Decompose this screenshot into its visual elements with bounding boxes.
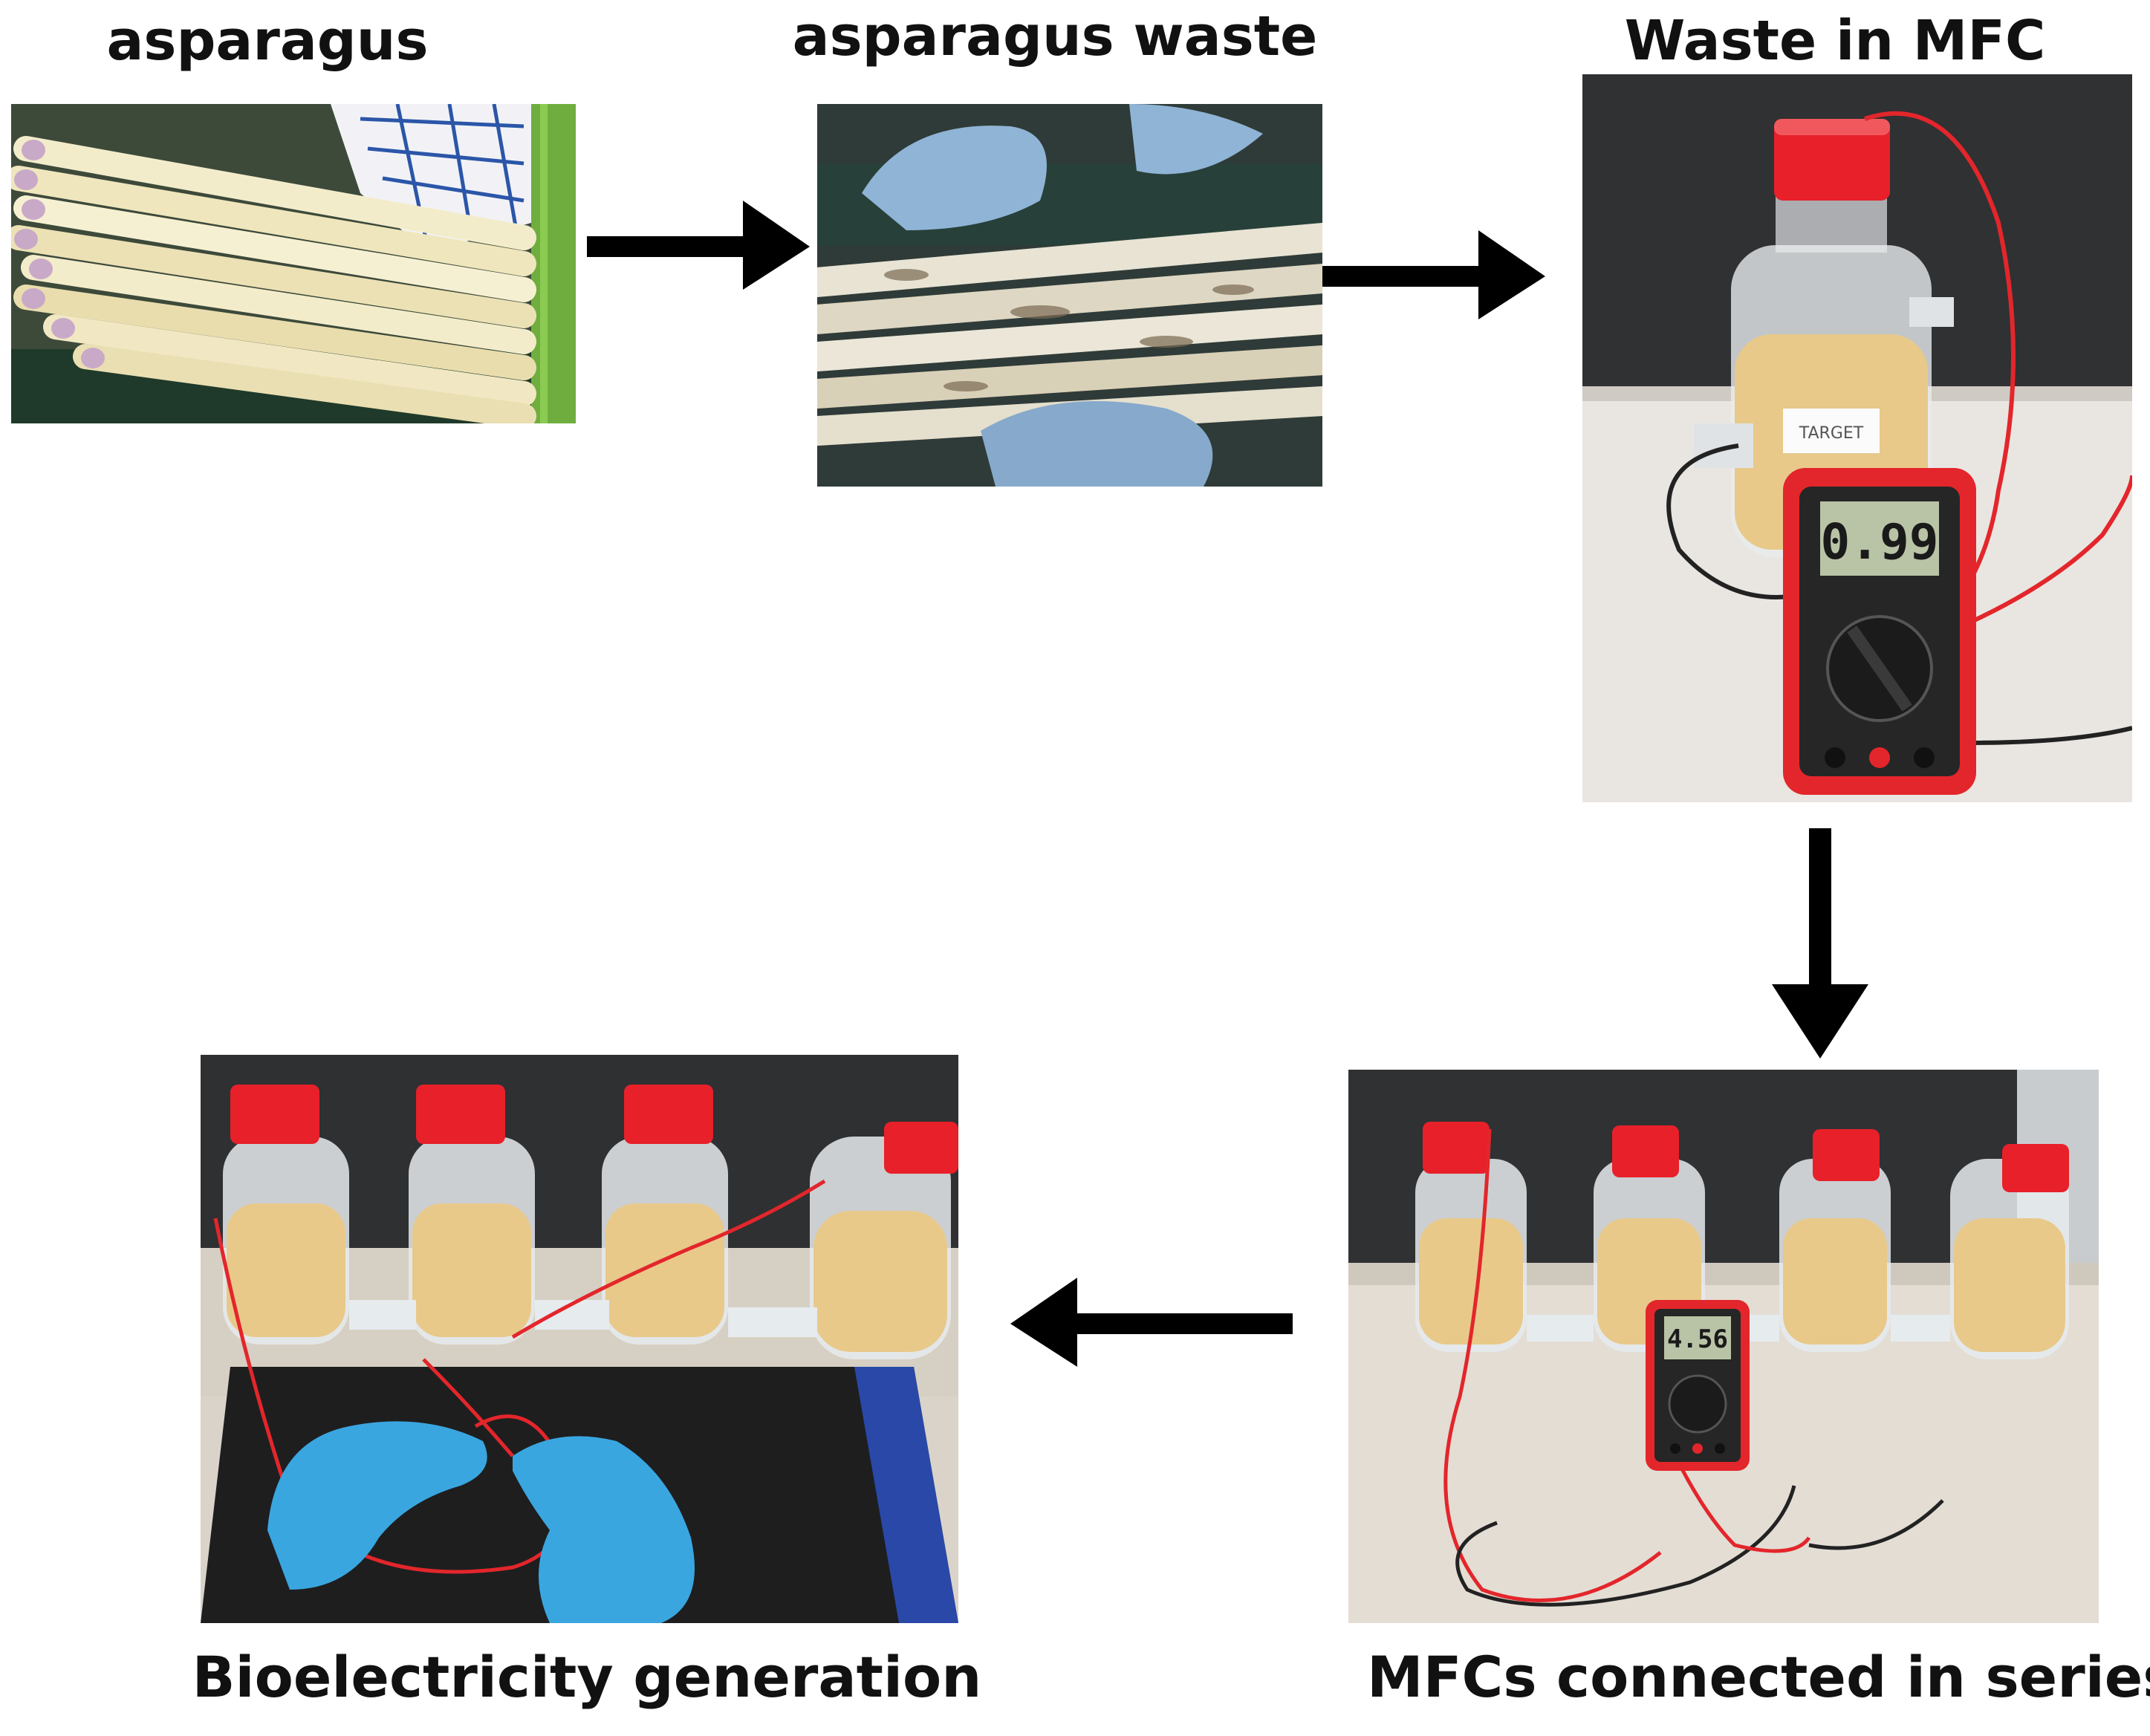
asparagus-photo: [11, 104, 576, 423]
arrow-right-2: [1322, 230, 1545, 319]
bioelectricity-generation-photo: [201, 1055, 958, 1623]
step-label-asparagus-waste: asparagus waste: [792, 4, 1318, 68]
step-label-asparagus: asparagus: [106, 9, 429, 73]
step-label-waste-in-mfc: Waste in MFC: [1624, 9, 2046, 73]
step-label-bioelectricity-generation: Bioelectricity generation: [192, 1644, 982, 1710]
step-label-mfcs-connected-in-series: MFCs connected in series: [1367, 1644, 2150, 1710]
meter-reading-single: 0.99: [1821, 513, 1939, 570]
meter-reading-series: 4.56: [1667, 1324, 1728, 1354]
arrow-left: [1010, 1278, 1293, 1367]
arrow-down: [1772, 828, 1868, 1059]
mfcs-in-series-photo: 4.56: [1348, 1070, 2099, 1623]
bottle-tag-text: TARGET: [1799, 424, 1864, 443]
waste-in-mfc-photo: TARGET 0.99: [1582, 74, 2132, 802]
asparagus-waste-photo: [817, 104, 1322, 487]
arrow-right-1: [587, 201, 810, 290]
